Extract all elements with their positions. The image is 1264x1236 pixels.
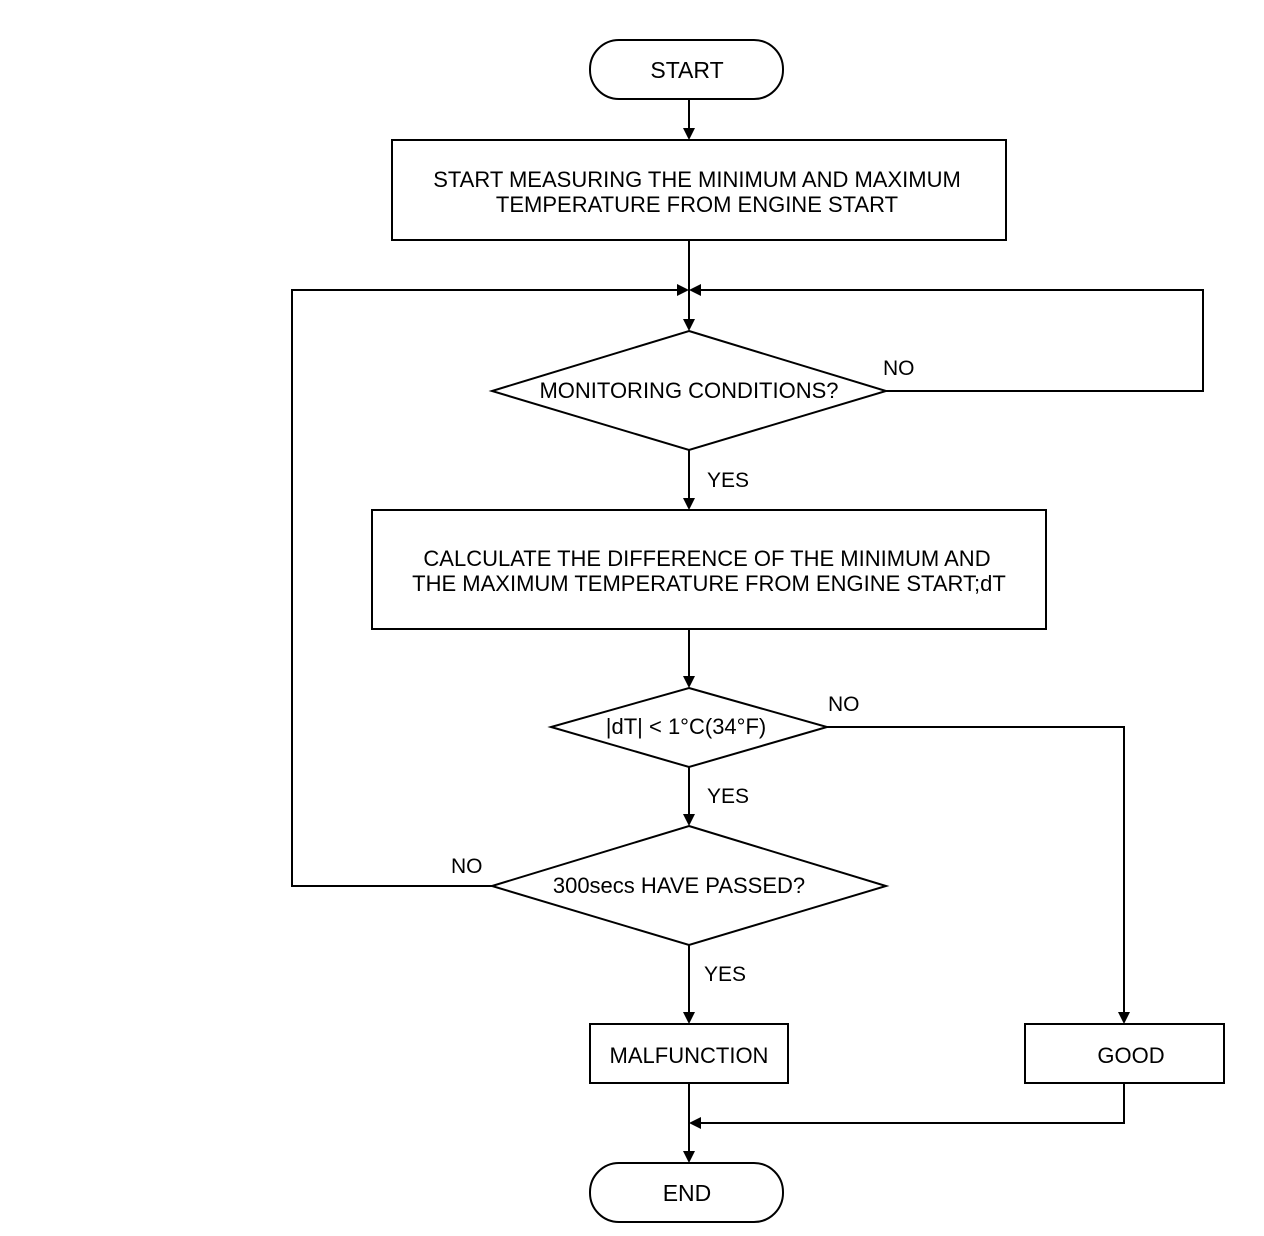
calculate-text-line2: THE MAXIMUM TEMPERATURE FROM ENGINE STAR… bbox=[412, 571, 1006, 596]
monitoring-yes-label: YES bbox=[707, 469, 750, 492]
end-terminal bbox=[589, 1162, 784, 1223]
timer-no-label: NO bbox=[451, 855, 483, 878]
arrowhead-end bbox=[683, 1151, 695, 1163]
arrowhead-loop-left bbox=[677, 284, 689, 296]
connector-good-to-end bbox=[699, 1083, 1125, 1124]
threshold-yes-label: YES bbox=[707, 785, 750, 808]
malfunction-label: MALFUNCTION bbox=[609, 1043, 769, 1068]
calculate-text-line1: CALCULATE THE DIFFERENCE OF THE MINIMUM … bbox=[423, 546, 991, 571]
arrowhead-loop-right bbox=[689, 284, 701, 296]
monitoring-question: MONITORING CONDITIONS? bbox=[539, 378, 839, 403]
end-label: END bbox=[662, 1180, 712, 1206]
arrowhead-merge bbox=[689, 1117, 701, 1129]
connector-timer-no-loop bbox=[291, 289, 679, 887]
measure-text-line2: TEMPERATURE FROM ENGINE START bbox=[495, 192, 899, 217]
timer-question: 300secs HAVE PASSED? bbox=[552, 873, 806, 898]
arrowhead-measure bbox=[683, 128, 695, 140]
connector-threshold-no bbox=[827, 726, 1125, 1014]
calculate-process-box bbox=[371, 509, 1047, 630]
threshold-no-label: NO bbox=[828, 693, 860, 716]
connector-monitoring-no-loop bbox=[699, 289, 1204, 392]
arrowhead-calculate bbox=[683, 498, 695, 510]
measure-process-box bbox=[391, 139, 1007, 241]
arrowhead-timer bbox=[683, 814, 695, 826]
arrowhead-good bbox=[1118, 1012, 1130, 1024]
measure-text-line1: START MEASURING THE MINIMUM AND MAXIMUM bbox=[433, 167, 961, 192]
good-label: GOOD bbox=[1097, 1043, 1165, 1068]
start-terminal bbox=[589, 39, 784, 100]
timer-yes-label: YES bbox=[704, 963, 747, 986]
arrowhead-threshold bbox=[683, 676, 695, 688]
threshold-question: |dT| < 1°C(34°F) bbox=[605, 714, 767, 739]
arrowhead-malfunction bbox=[683, 1012, 695, 1024]
monitoring-no-label: NO bbox=[883, 357, 915, 380]
arrowhead-monitoring bbox=[683, 319, 695, 331]
start-label: START bbox=[650, 57, 724, 83]
